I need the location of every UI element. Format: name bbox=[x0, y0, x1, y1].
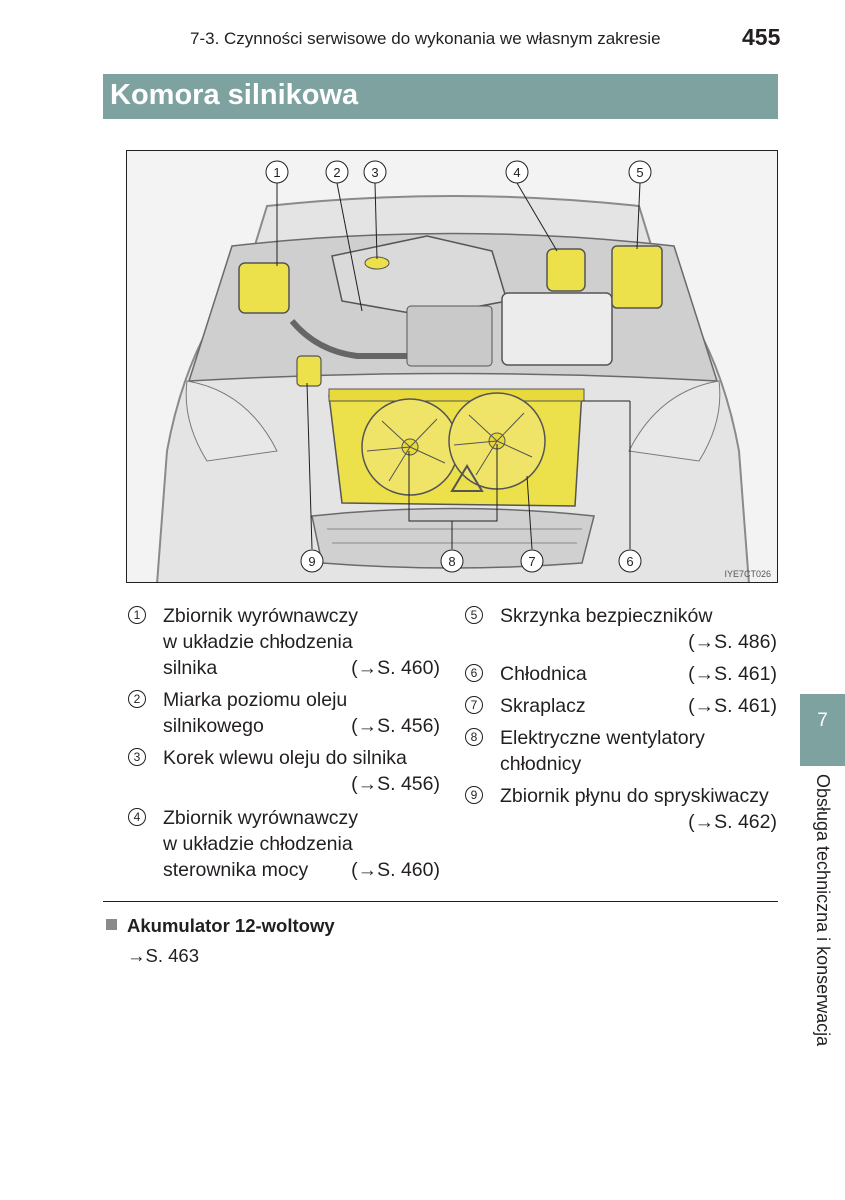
page-reference: (→S. 460) bbox=[351, 859, 440, 881]
section-divider bbox=[103, 901, 778, 902]
item-text: Zbiornik wyrównawczy bbox=[163, 807, 359, 829]
page-reference: (→S. 456) bbox=[351, 715, 440, 737]
callout-9: 9 bbox=[308, 554, 315, 569]
item-number: 2 bbox=[128, 690, 146, 708]
legend-left: 1 Zbiornik wyrównawczy w układzie chłodz… bbox=[128, 603, 440, 883]
chapter-side-label: Obsługa techniczna i konserwacja bbox=[800, 774, 845, 1074]
item-number: 3 bbox=[128, 748, 146, 766]
legend-item: 2 Miarka poziomu oleju silnikowego (→S. … bbox=[128, 687, 440, 745]
item-number: 8 bbox=[465, 728, 483, 746]
item-text: w układzie chłodzenia bbox=[163, 833, 353, 855]
item-number: 4 bbox=[128, 808, 146, 826]
page-reference: (→S. 462) bbox=[688, 811, 777, 833]
section-bullet-icon bbox=[106, 919, 117, 930]
item-text: Skrzynka bezpieczników bbox=[500, 605, 713, 627]
item-text: chłodnicy bbox=[500, 753, 582, 775]
callout-7: 7 bbox=[528, 554, 535, 569]
item-text: w układzie chłodzenia bbox=[163, 631, 353, 653]
item-number: 5 bbox=[465, 606, 483, 624]
section-title: Akumulator 12-woltowy bbox=[127, 915, 335, 936]
callout-8: 8 bbox=[448, 554, 455, 569]
legend-item: 1 Zbiornik wyrównawczy w układzie chłodz… bbox=[128, 603, 440, 681]
item-text: silnika bbox=[163, 657, 218, 679]
item-number: 9 bbox=[465, 786, 483, 804]
chapter-title: Obsługa techniczna i konserwacja bbox=[813, 774, 833, 1047]
figure-code: IYE7CT026 bbox=[724, 569, 771, 579]
page-reference: (→S. 456) bbox=[351, 773, 440, 795]
callout-2: 2 bbox=[333, 165, 340, 180]
engine-illustration bbox=[156, 160, 750, 582]
item-text: Zbiornik płynu do spryskiwaczy bbox=[500, 785, 769, 807]
item-text: silnikowego bbox=[163, 715, 264, 737]
legend-right: 5 Skrzynka bezpieczników (→S. 486) 6 Chł… bbox=[465, 603, 777, 835]
legend-item: 4 Zbiornik wyrównawczy w układzie chłodz… bbox=[128, 805, 440, 883]
page-title-bar: Komora silnikowa bbox=[103, 74, 778, 119]
item-text: Elektryczne wentylatory bbox=[500, 727, 705, 749]
page-reference: (→S. 461) bbox=[688, 663, 777, 685]
chapter-number: 7 bbox=[817, 710, 828, 731]
chapter-tab: 7 bbox=[800, 694, 845, 766]
section-page-reference: →S. 463 bbox=[127, 945, 199, 966]
callout-1: 1 bbox=[273, 165, 280, 180]
item-text: Skraplacz bbox=[500, 695, 586, 717]
item-number: 7 bbox=[465, 696, 483, 714]
running-header: 7-3. Czynności serwisowe do wykonania we… bbox=[190, 29, 661, 48]
page-title: Komora silnikowa bbox=[110, 79, 359, 111]
callout-4: 4 bbox=[513, 165, 520, 180]
page-reference: (→S. 486) bbox=[688, 631, 777, 653]
legend-item: 5 Skrzynka bezpieczników (→S. 486) bbox=[465, 603, 777, 661]
legend-item: 3 Korek wlewu oleju do silnika (→S. 456) bbox=[128, 745, 440, 797]
item-text: Miarka poziomu oleju bbox=[163, 689, 348, 711]
callout-5: 5 bbox=[636, 165, 643, 180]
item-text: Chłodnica bbox=[500, 663, 587, 685]
legend-item: 7 Skraplacz (→S. 461) bbox=[465, 693, 777, 725]
page-reference: (→S. 461) bbox=[688, 695, 777, 717]
page-number: 455 bbox=[742, 24, 781, 50]
engine-compartment-figure: 1 2 3 4 5 6 7 8 9 IYE7CT026 bbox=[126, 150, 778, 583]
figure-callouts: 1 2 3 4 5 6 7 8 9 bbox=[273, 165, 643, 569]
item-text: sterownika mocy bbox=[163, 859, 309, 881]
item-text: Zbiornik wyrównawczy bbox=[163, 605, 359, 627]
item-number: 1 bbox=[128, 606, 146, 624]
legend-item: 8 Elektryczne wentylatory chłodnicy bbox=[465, 725, 777, 783]
legend-item: 6 Chłodnica (→S. 461) bbox=[465, 661, 777, 693]
callout-6: 6 bbox=[626, 554, 633, 569]
item-text: Korek wlewu oleju do silnika bbox=[163, 747, 407, 769]
page-reference: (→S. 460) bbox=[351, 657, 440, 679]
legend-item: 9 Zbiornik płynu do spryskiwaczy (→S. 46… bbox=[465, 783, 777, 835]
callout-3: 3 bbox=[371, 165, 378, 180]
item-number: 6 bbox=[465, 664, 483, 682]
